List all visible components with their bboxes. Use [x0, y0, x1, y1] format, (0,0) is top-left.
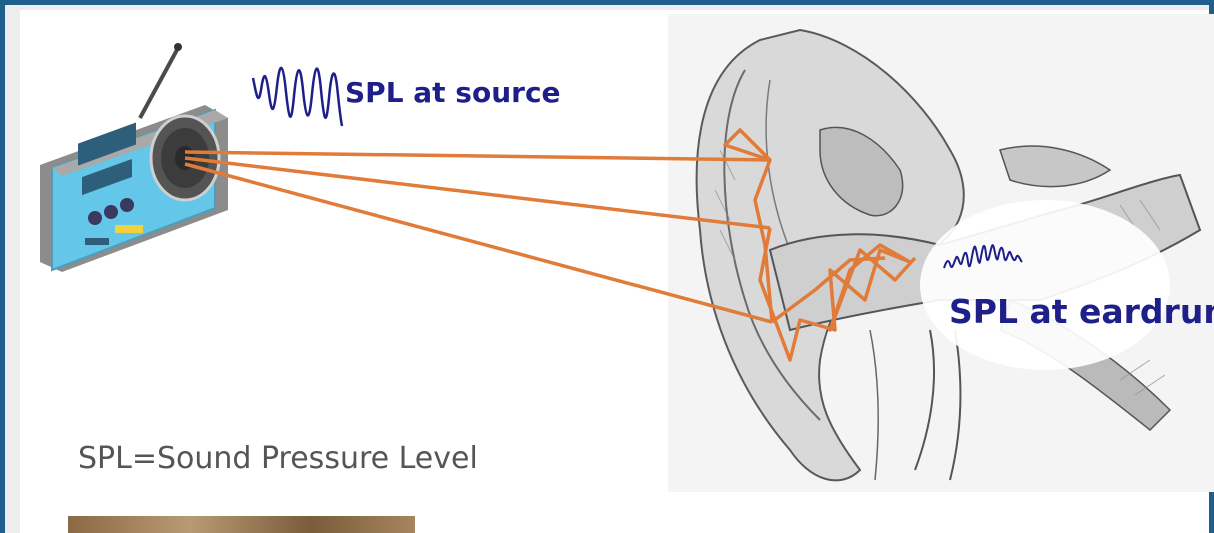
ear-anatomy-illustration [668, 14, 1214, 492]
radio-icon [40, 43, 228, 272]
spl-source-label: SPL at source [345, 76, 561, 109]
spl-definition-caption: SPL=Sound Pressure Level [78, 441, 478, 476]
spl-eardrum-label: SPL at eardrum [949, 292, 1214, 331]
photo-thumbnail [68, 516, 415, 533]
source-wave-icon [253, 68, 342, 126]
